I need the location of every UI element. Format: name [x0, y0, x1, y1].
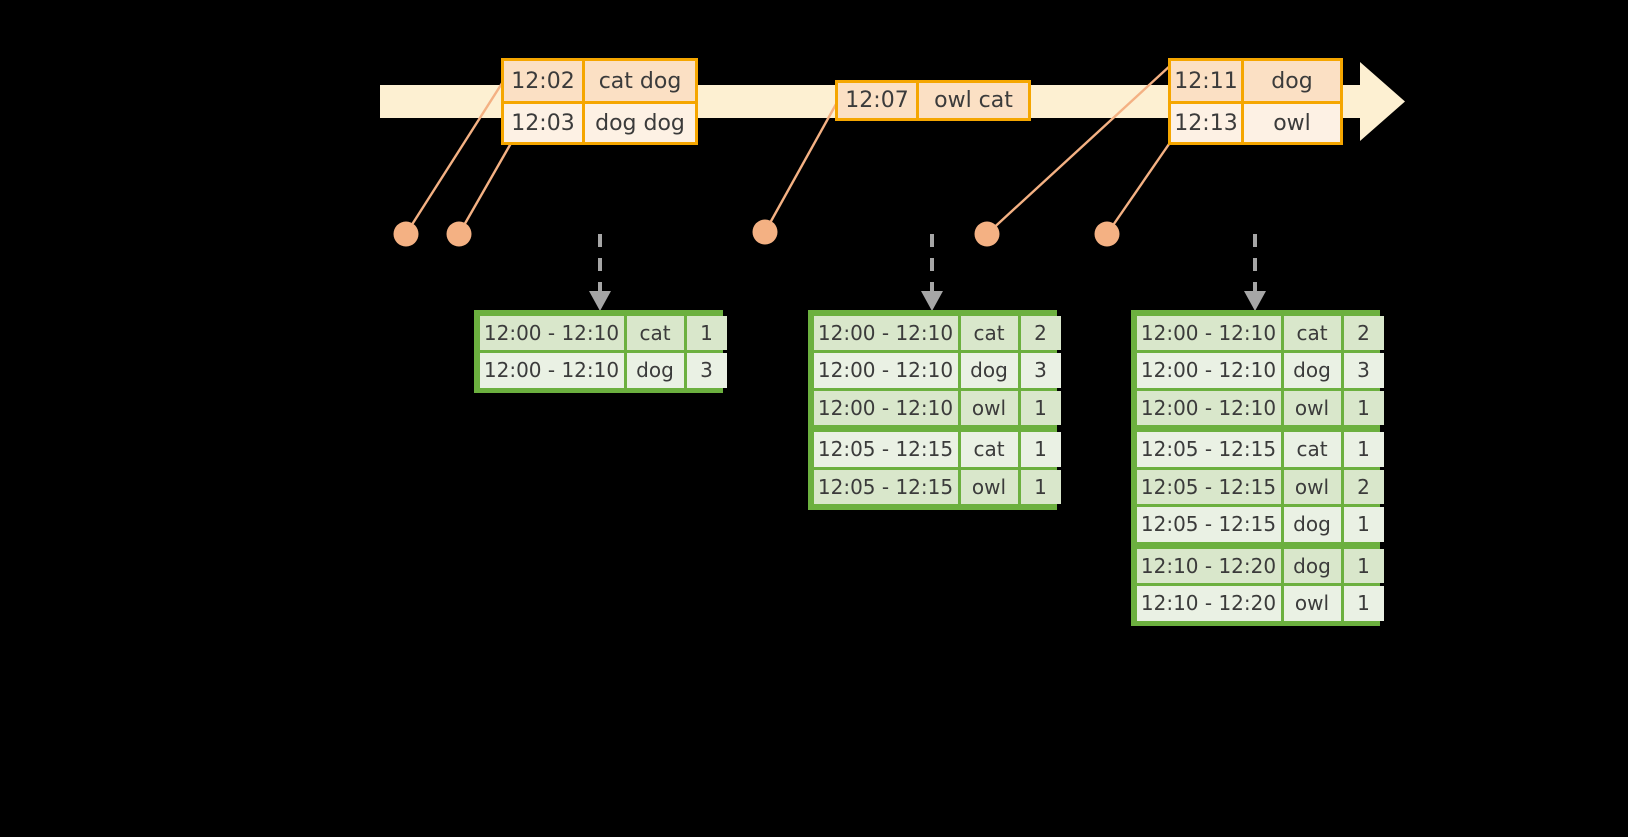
cell-key: cat	[1283, 432, 1341, 467]
cell-window: 12:00 - 12:10	[1136, 390, 1281, 425]
connector-1	[404, 65, 515, 235]
trigger-dot-5	[1094, 221, 1120, 247]
event-row: 12:11 dog	[1171, 61, 1340, 102]
cell-key: owl	[1283, 469, 1341, 504]
cell-window: 12:00 - 12:10	[479, 353, 624, 388]
event-row: 12:03 dog dog	[504, 101, 695, 142]
cell-window: 12:05 - 12:15	[1136, 432, 1281, 467]
dashed-arrow-1	[589, 234, 611, 311]
cell-count: 1	[1343, 432, 1384, 467]
event-value: cat dog	[585, 61, 695, 102]
cell-window: 12:00 - 12:10	[813, 315, 958, 350]
cell-window: 12:05 - 12:15	[1136, 469, 1281, 504]
connector-5	[1106, 130, 1179, 235]
cell-key: cat	[626, 315, 684, 350]
cell-count: 2	[1343, 315, 1384, 350]
cell-count: 1	[686, 315, 727, 350]
cell-count: 2	[1343, 469, 1384, 504]
cell-key: cat	[1283, 315, 1341, 350]
event-time: 12:03	[504, 104, 585, 142]
event-value: dog dog	[585, 104, 695, 142]
dashed-arrows	[589, 234, 1266, 311]
cell-key: dog	[960, 353, 1018, 388]
connector-3	[763, 87, 847, 233]
event-row: 12:07 owl cat	[838, 83, 1028, 118]
trigger-dot-3	[752, 219, 778, 245]
cell-key: dog	[1283, 548, 1341, 583]
event-time: 12:07	[838, 83, 919, 118]
trigger-dots	[393, 219, 1120, 247]
event-group-2[interactable]: 12:07 owl cat	[835, 80, 1031, 121]
event-time: 12:13	[1171, 104, 1244, 142]
cell-count: 2	[1020, 315, 1061, 350]
cell-key: owl	[1283, 390, 1341, 425]
cell-key: owl	[960, 390, 1018, 425]
cell-count: 1	[1343, 548, 1384, 583]
cell-window: 12:00 - 12:10	[479, 315, 624, 350]
cell-count: 1	[1343, 586, 1384, 621]
cell-key: owl	[960, 469, 1018, 504]
cell-count: 1	[1020, 469, 1061, 504]
cell-window: 12:00 - 12:10	[813, 390, 958, 425]
event-value: owl	[1244, 104, 1340, 142]
dashed-arrow-2	[921, 234, 943, 311]
dashed-arrow-3	[1244, 234, 1266, 311]
cell-count: 1	[1020, 390, 1061, 425]
event-row: 12:02 cat dog	[504, 61, 695, 102]
cell-window: 12:10 - 12:20	[1136, 586, 1281, 621]
event-value: owl cat	[919, 83, 1028, 118]
cell-key: cat	[960, 432, 1018, 467]
cell-window: 12:05 - 12:15	[1136, 507, 1281, 542]
connector-2	[457, 130, 520, 235]
event-time: 12:11	[1171, 61, 1244, 102]
cell-window: 12:05 - 12:15	[813, 432, 958, 467]
cell-window: 12:00 - 12:10	[1136, 315, 1281, 350]
cell-count: 3	[1020, 353, 1061, 388]
cell-window: 12:00 - 12:10	[813, 353, 958, 388]
cell-key: dog	[1283, 353, 1341, 388]
trigger-dot-2	[446, 221, 472, 247]
trigger-dot-4	[974, 221, 1000, 247]
event-row: 12:13 owl	[1171, 101, 1340, 142]
event-time: 12:02	[504, 61, 585, 102]
event-group-1[interactable]: 12:02 cat dog 12:03 dog dog	[501, 58, 698, 145]
cell-key: dog	[1283, 507, 1341, 542]
event-group-3[interactable]: 12:11 dog 12:13 owl	[1168, 58, 1343, 145]
trigger-dot-1	[393, 221, 419, 247]
cell-window: 12:05 - 12:15	[813, 469, 958, 504]
cell-key: dog	[626, 353, 684, 388]
cell-count: 1	[1343, 507, 1384, 542]
cell-count: 3	[686, 353, 727, 388]
cell-count: 1	[1020, 432, 1061, 467]
cell-key: cat	[960, 315, 1018, 350]
cell-count: 1	[1343, 390, 1384, 425]
cell-count: 3	[1343, 353, 1384, 388]
cell-window: 12:10 - 12:20	[1136, 548, 1281, 583]
cell-window: 12:00 - 12:10	[1136, 353, 1281, 388]
cell-key: owl	[1283, 586, 1341, 621]
event-value: dog	[1244, 61, 1340, 102]
